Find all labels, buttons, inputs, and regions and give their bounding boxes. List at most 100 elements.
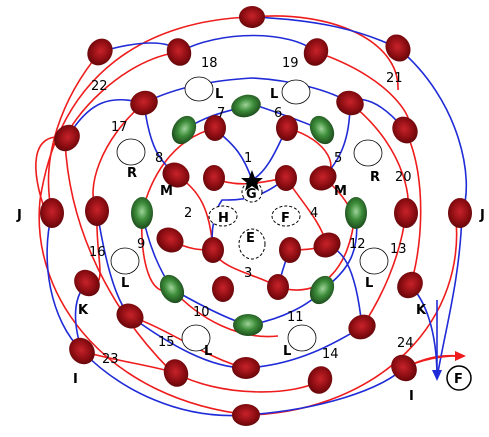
red-oval-cell — [204, 115, 226, 141]
letter-K-left: K — [78, 303, 89, 318]
red-oval-cell — [212, 276, 234, 302]
label-7: 7 — [217, 106, 225, 121]
red-oval-cell — [267, 274, 289, 300]
letter-I-left: I — [73, 372, 78, 387]
oval-16 — [110, 247, 140, 275]
letter-I-right: I — [409, 389, 414, 404]
label-1: 1 — [244, 151, 252, 166]
red-oval-cell — [85, 196, 109, 226]
green-oval-cell — [233, 314, 263, 336]
label-14: 14 — [322, 347, 339, 362]
exit-arrows — [403, 300, 466, 381]
oval-18 — [184, 76, 214, 102]
label-20: 20 — [395, 170, 412, 185]
letter-R-right: R — [370, 170, 380, 185]
label-21: 21 — [386, 71, 403, 86]
white-ovals — [110, 76, 389, 352]
oval-20 — [353, 139, 383, 167]
star-icon — [241, 170, 263, 191]
red-oval-cell — [166, 38, 192, 66]
label-5: 5 — [334, 151, 342, 166]
green-oval-cell — [345, 197, 367, 229]
letter-L-18: L — [215, 87, 223, 102]
red-oval-cell — [397, 271, 423, 299]
red-oval-cell — [163, 359, 189, 387]
label-23: 23 — [102, 352, 119, 367]
red-oval-cell — [392, 116, 418, 144]
red-oval-cell — [116, 303, 144, 329]
letter-L-19: L — [270, 87, 278, 102]
label-16: 16 — [89, 245, 106, 260]
label-9: 9 — [137, 237, 145, 252]
label-3: 3 — [244, 266, 252, 281]
red-oval-cell — [313, 232, 341, 258]
red-oval-cell — [307, 366, 333, 394]
red-oval-cell — [87, 38, 113, 66]
green-oval-cell — [159, 274, 185, 304]
red-oval-cell — [69, 337, 95, 365]
letter-K-right: K — [416, 303, 427, 318]
label-2: 2 — [184, 206, 192, 221]
letter-L-16: L — [121, 276, 129, 291]
red-oval-cell — [275, 165, 297, 191]
red-oval-cell — [239, 6, 265, 28]
letter-L-14: L — [283, 344, 291, 359]
red-oval-cell — [130, 90, 158, 116]
label-17: 17 — [111, 120, 128, 135]
red-oval-cell — [232, 357, 260, 379]
red-cells — [40, 6, 472, 426]
red-oval-cell — [394, 198, 418, 228]
letter-J-left: J — [16, 208, 22, 223]
f-circle — [446, 365, 472, 391]
red-oval-cell — [385, 34, 411, 62]
letter-J-right: J — [479, 208, 485, 223]
blue-arrowhead-icon — [432, 370, 442, 381]
red-oval-cell — [448, 198, 472, 228]
green-oval-cell — [231, 94, 261, 118]
red-oval-cell — [276, 115, 298, 141]
red-oval-cell — [54, 124, 80, 152]
label-11: 11 — [287, 310, 304, 325]
letter-G: G — [246, 187, 257, 202]
red-oval-cell — [232, 404, 260, 426]
red-oval-cell — [74, 269, 100, 297]
green-cells — [131, 94, 367, 336]
oval-19 — [281, 79, 311, 105]
red-oval-cell — [162, 162, 190, 188]
red-arrowhead-icon — [455, 351, 466, 361]
green-oval-cell — [131, 197, 153, 229]
letter-L-15: L — [204, 344, 212, 359]
red-oval-cell — [40, 198, 64, 228]
red-oval-cell — [279, 237, 301, 263]
letter-M-left: M — [160, 184, 173, 199]
letter-F: F — [281, 211, 290, 226]
letter-labels: G H F E M M R R L L L L L L J J K K I I … — [16, 87, 485, 404]
label-18: 18 — [201, 56, 218, 71]
oval-14 — [287, 324, 317, 352]
green-oval-cell — [309, 275, 335, 305]
red-oval-cell — [156, 227, 184, 253]
label-4: 4 — [310, 206, 318, 221]
red-oval-cell — [391, 354, 417, 382]
green-oval-cell — [309, 115, 335, 145]
letter-F-circle: F — [454, 372, 463, 387]
oval-17 — [116, 138, 146, 166]
label-13: 13 — [390, 242, 407, 257]
green-oval-cell — [171, 115, 197, 145]
label-19: 19 — [282, 56, 299, 71]
oval-13 — [359, 247, 389, 275]
label-6: 6 — [274, 106, 282, 121]
red-oval-cell — [203, 165, 225, 191]
label-22: 22 — [91, 79, 108, 94]
label-12: 12 — [349, 237, 366, 252]
letter-M-right: M — [334, 184, 347, 199]
oval-E — [238, 228, 266, 260]
red-oval-cell — [348, 314, 376, 340]
number-labels: 1 2 3 4 5 6 7 8 9 10 11 12 13 14 15 16 1… — [89, 56, 414, 367]
label-10: 10 — [193, 305, 210, 320]
letter-R-left: R — [127, 166, 137, 181]
red-oval-cell — [336, 90, 364, 116]
oval-F — [271, 205, 301, 227]
